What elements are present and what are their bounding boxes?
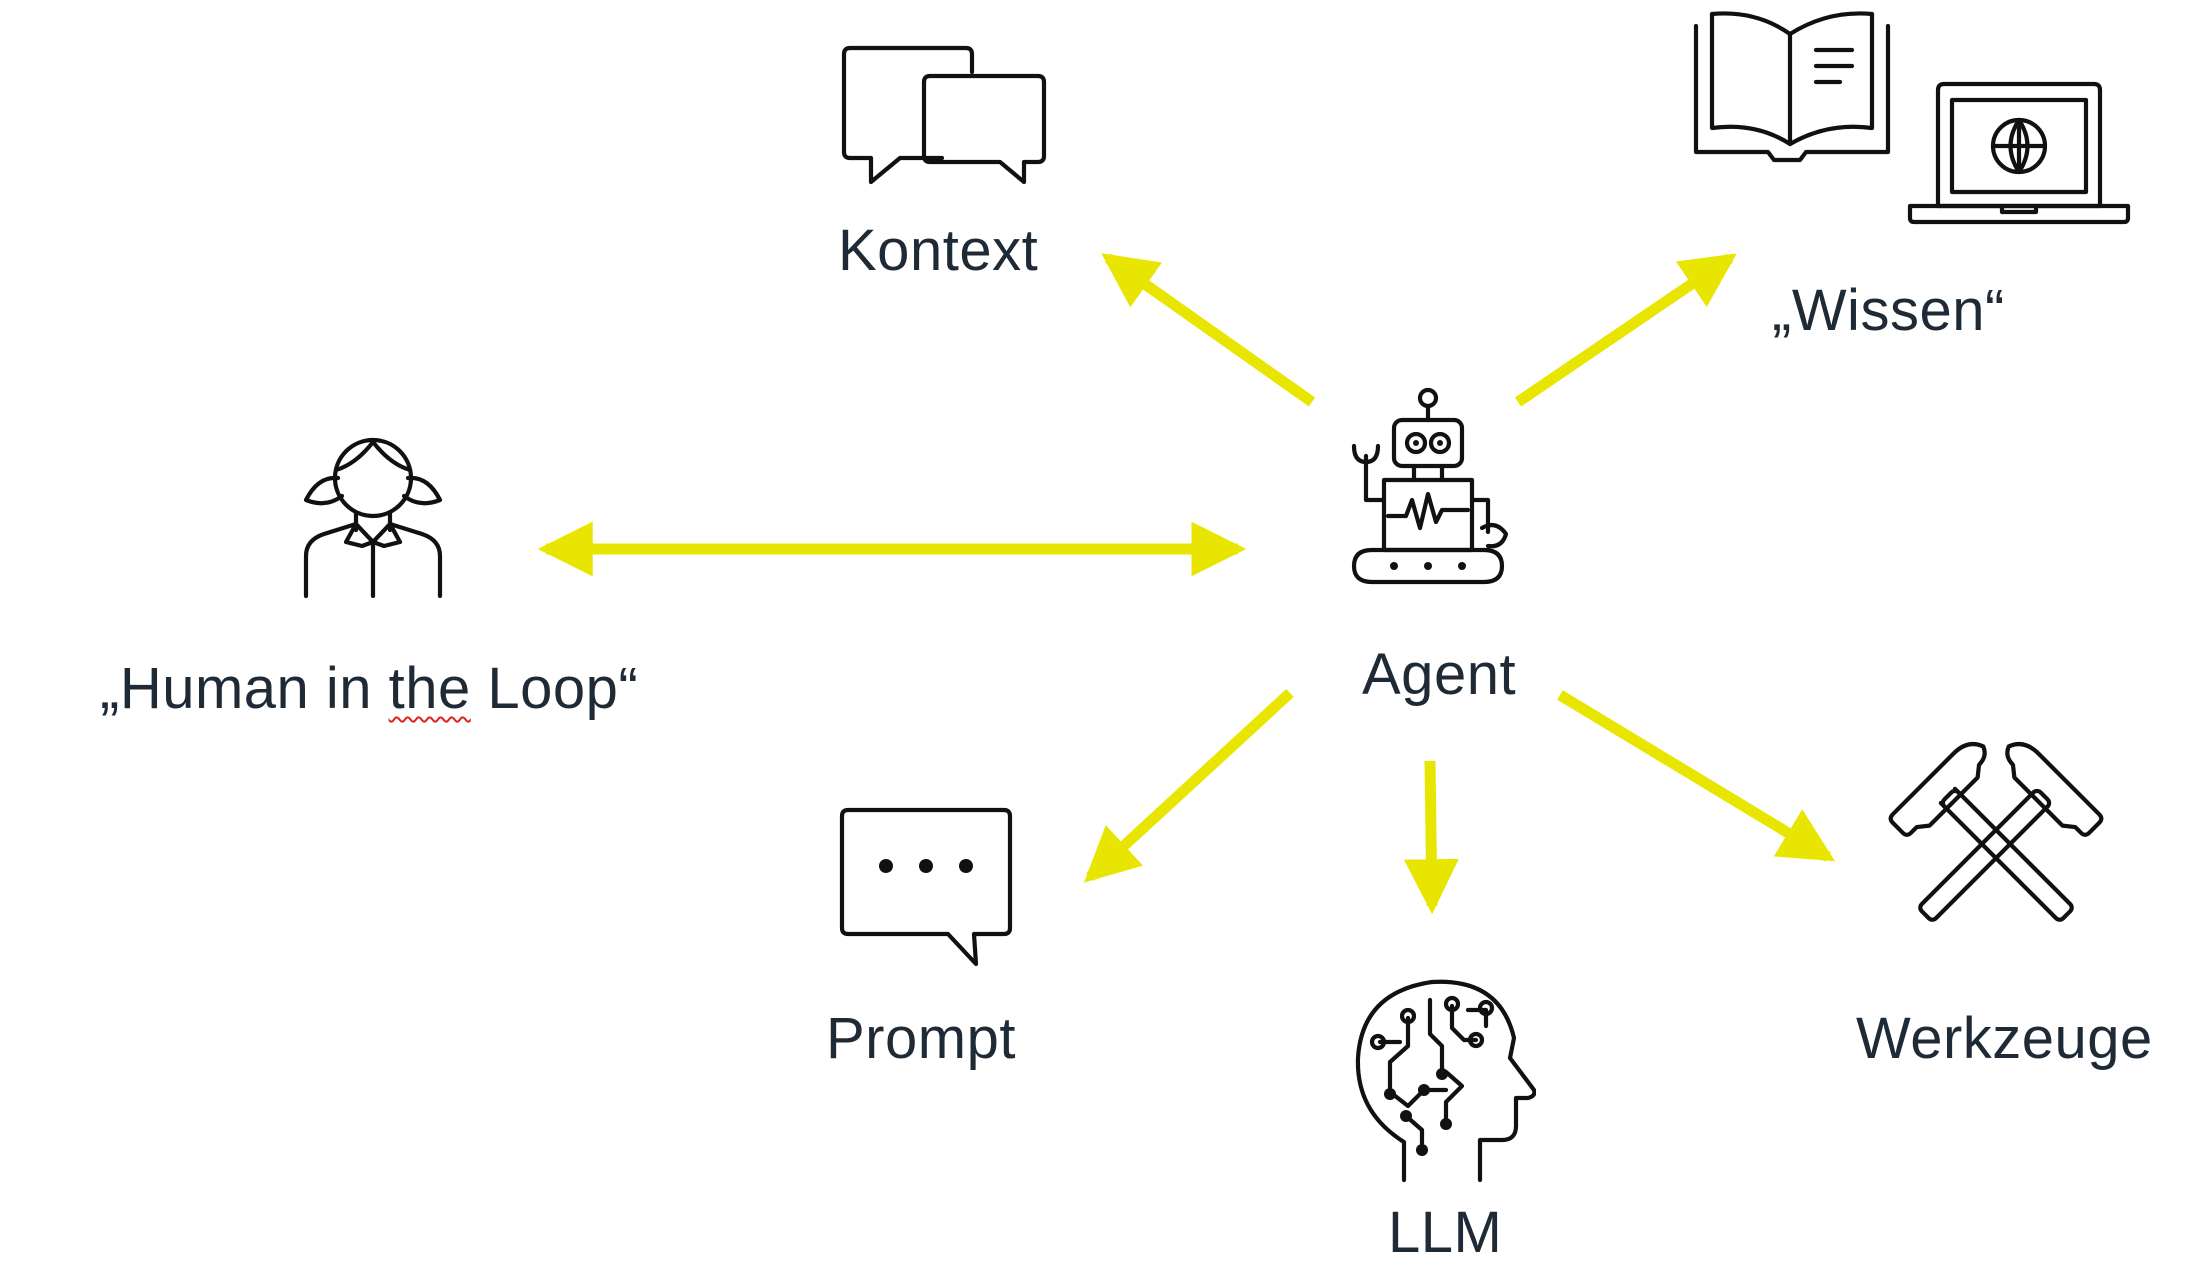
person-icon (303, 437, 443, 598)
book-and-laptop-icon (1693, 11, 2131, 225)
human-label-marked-word: the (388, 656, 471, 721)
arrow-to-werkzeuge (1557, 690, 1836, 862)
robot-icon (1351, 387, 1509, 585)
arrow-to-wissen (1514, 253, 1737, 407)
kontext-label: Kontext (838, 218, 1039, 283)
human-label: „Human in the Loop“ (100, 660, 638, 718)
agent-label: Agent (1362, 642, 1517, 707)
arrow-to-prompt (1083, 688, 1294, 883)
werkzeuge-label: Werkzeuge (1856, 1006, 2153, 1071)
arrow-to-llm (1403, 760, 1459, 915)
human-label-prefix: „Human in (100, 656, 389, 721)
human-label-suffix: Loop“ (470, 656, 639, 721)
arrow-to-kontext (1101, 253, 1316, 407)
ai-head-icon (1355, 979, 1536, 1183)
crossed-hammers-icon (1888, 741, 2104, 922)
llm-label: LLM (1388, 1200, 1503, 1265)
speech-bubbles-icon (841, 45, 1047, 185)
chat-ellipsis-icon (839, 807, 1013, 967)
wissen-label: „Wissen“ (1772, 278, 2005, 343)
prompt-label: Prompt (826, 1006, 1016, 1071)
